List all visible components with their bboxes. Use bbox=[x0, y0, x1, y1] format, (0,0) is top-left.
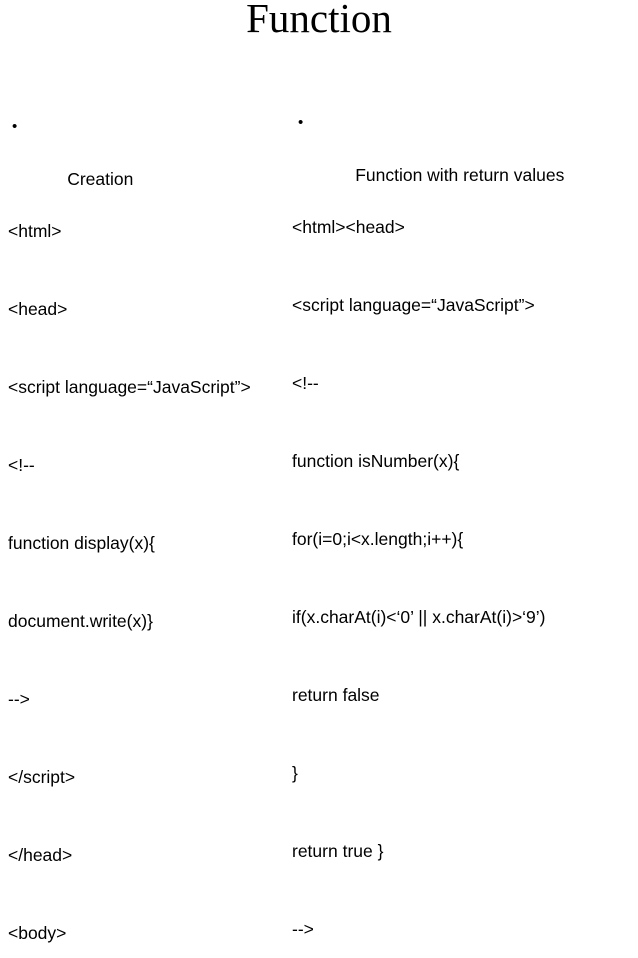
code-line: <html> bbox=[8, 221, 62, 241]
code-line: <!-- bbox=[292, 373, 319, 393]
code-line: if(x.charAt(i)<‘0’ || x.charAt(i)>‘9’) bbox=[292, 607, 546, 627]
right-content-column: • Function with return values <html><hea… bbox=[292, 32, 638, 958]
code-line: } bbox=[292, 763, 298, 783]
bullet-label: Function with return values bbox=[355, 165, 565, 185]
page-title: Function bbox=[246, 0, 392, 41]
code-line: </script> bbox=[8, 767, 76, 787]
code-line: <body> bbox=[8, 923, 67, 943]
code-line: </head> bbox=[8, 845, 73, 865]
left-content-column: • Creation <html> <head> <script languag… bbox=[8, 36, 296, 958]
code-line: document.write(x)} bbox=[8, 611, 153, 631]
bullet-dot-icon: • bbox=[12, 118, 18, 135]
code-line: <!-- bbox=[8, 455, 35, 475]
code-line: return false bbox=[292, 685, 380, 705]
code-line: <script language=“JavaScript”> bbox=[8, 377, 251, 397]
code-line: --> bbox=[292, 919, 314, 939]
bullet-item-creation: • Creation bbox=[8, 114, 296, 189]
code-line: function display(x){ bbox=[8, 533, 155, 553]
code-line: <script language=“JavaScript”> bbox=[292, 295, 535, 315]
code-line: <head> bbox=[8, 299, 68, 319]
code-line: <html><head> bbox=[292, 217, 405, 237]
code-line: return true } bbox=[292, 841, 384, 861]
code-line: function isNumber(x){ bbox=[292, 451, 460, 471]
bullet-dot-icon: • bbox=[298, 114, 304, 131]
code-line: for(i=0;i<x.length;i++){ bbox=[292, 529, 464, 549]
code-line: --> bbox=[8, 689, 30, 709]
bullet-item-return-values: • Function with return values bbox=[292, 110, 638, 185]
slide-canvas: Function • Creation <html> <head> <scrip… bbox=[8, 0, 565, 943]
bullet-label: Creation bbox=[67, 169, 134, 189]
